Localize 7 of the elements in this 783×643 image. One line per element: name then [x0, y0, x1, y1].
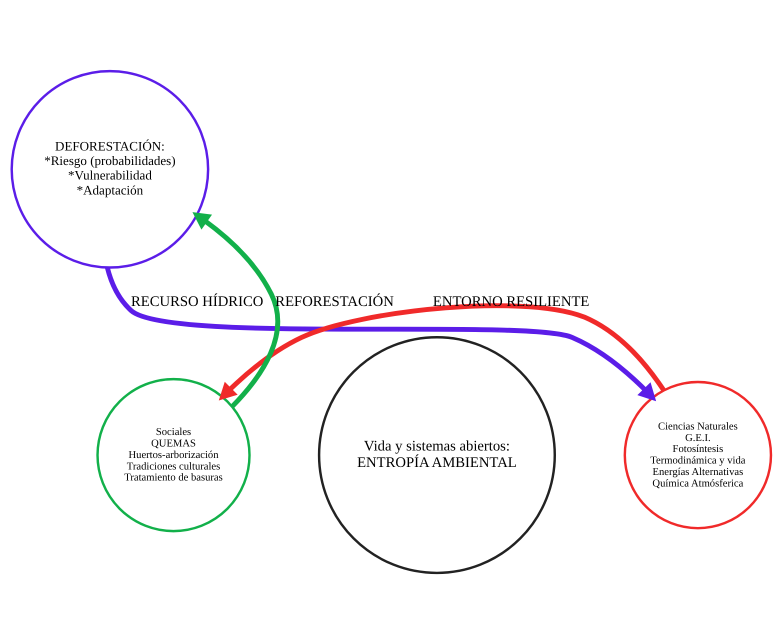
edge-label: RECURSO HÍDRICO [130, 293, 264, 310]
arrow [104, 266, 656, 401]
node-circle: Vida y sistemas abiertos: ENTROPÍA AMBIENTAL [318, 336, 556, 574]
arrow [192, 212, 280, 408]
node-circle: DEFORESTACIÓN: *Riesgo (probabilidades) *Vulnerabilidad *Adaptación [10, 69, 210, 268]
arrow [218, 302, 666, 400]
node-circle: Sociales QUEMAS Huertos-arborización Tradiciones culturales Tratamiento de basuras [96, 377, 251, 532]
